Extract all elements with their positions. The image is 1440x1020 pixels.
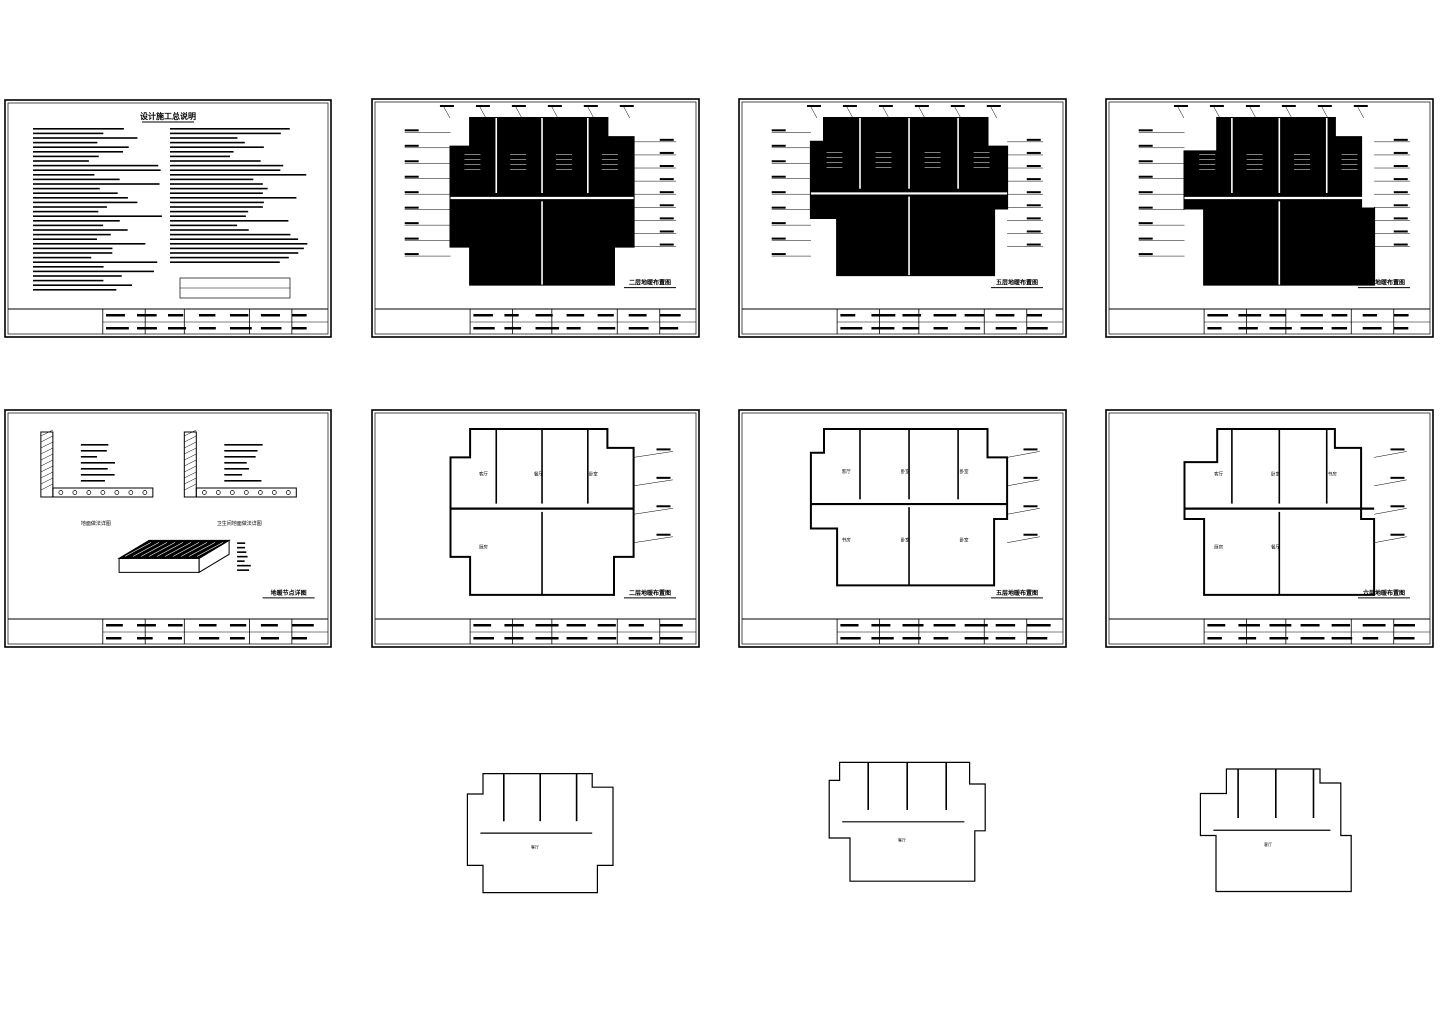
room-label: 卧室	[1271, 470, 1280, 477]
room-label: 餐厅	[1271, 543, 1280, 550]
sheet-title: 地暖节点详图	[271, 589, 307, 597]
detail-caption: 卫生间地面做法详图	[217, 520, 262, 527]
room-label: 客厅	[479, 470, 488, 477]
detail-caption: 地面做法详图	[81, 520, 111, 527]
building-outline-outline-5[interactable]: 客厅	[828, 761, 986, 882]
building-outline-outline-6[interactable]: 客厅	[1199, 768, 1352, 893]
room-label: 卧室	[959, 537, 968, 544]
drawing-sheet-heat-5[interactable]: 五层地暖布置图	[738, 98, 1067, 338]
room-label: 餐厅	[534, 470, 543, 477]
sheet-title: 六层地暖布置图	[1363, 279, 1405, 287]
room-label: 书房	[1328, 470, 1337, 477]
sheet-title: 五层地暖布置图	[996, 589, 1038, 597]
room-label: 书房	[842, 537, 851, 544]
sheet-title: 五层地暖布置图	[996, 279, 1038, 287]
room-label: 客厅	[842, 468, 851, 475]
sheet-title: 设计施工总说明	[140, 111, 196, 121]
room-label: 卧室	[901, 537, 910, 544]
room-label: 厨房	[1214, 543, 1223, 550]
outline-label: 客厅	[898, 837, 906, 843]
sheet-title: 二层地暖布置图	[629, 279, 671, 287]
room-label: 卧室	[901, 468, 910, 475]
drawing-sheet-notes[interactable]: 设计施工总说明	[4, 99, 332, 338]
sheet-title: 二层地暖布置图	[629, 589, 671, 597]
room-label: 卧室	[959, 468, 968, 475]
drawing-sheet-heat-6[interactable]: 六层地暖布置图	[1105, 98, 1434, 338]
outline-label: 客厅	[1264, 841, 1272, 847]
room-label: 卧室	[589, 470, 598, 477]
sheet-title: 六层地暖布置图	[1363, 589, 1405, 597]
sheets-layer: 设计施工总说明二层地暖布置图五层地暖布置图六层地暖布置图地面做法详图卫生间地面做…	[4, 98, 1434, 648]
drawing-sheet-heat-2[interactable]: 二层地暖布置图	[371, 98, 700, 338]
outline-label: 客厅	[531, 843, 539, 849]
drawing-sheet-plan-5[interactable]: 客厅卧室卧室书房卧室卧室五层地暖布置图	[738, 409, 1067, 648]
room-label: 客厅	[1214, 470, 1223, 477]
room-label: 厨房	[479, 543, 488, 550]
building-outline-outline-2[interactable]: 客厅	[466, 773, 614, 894]
